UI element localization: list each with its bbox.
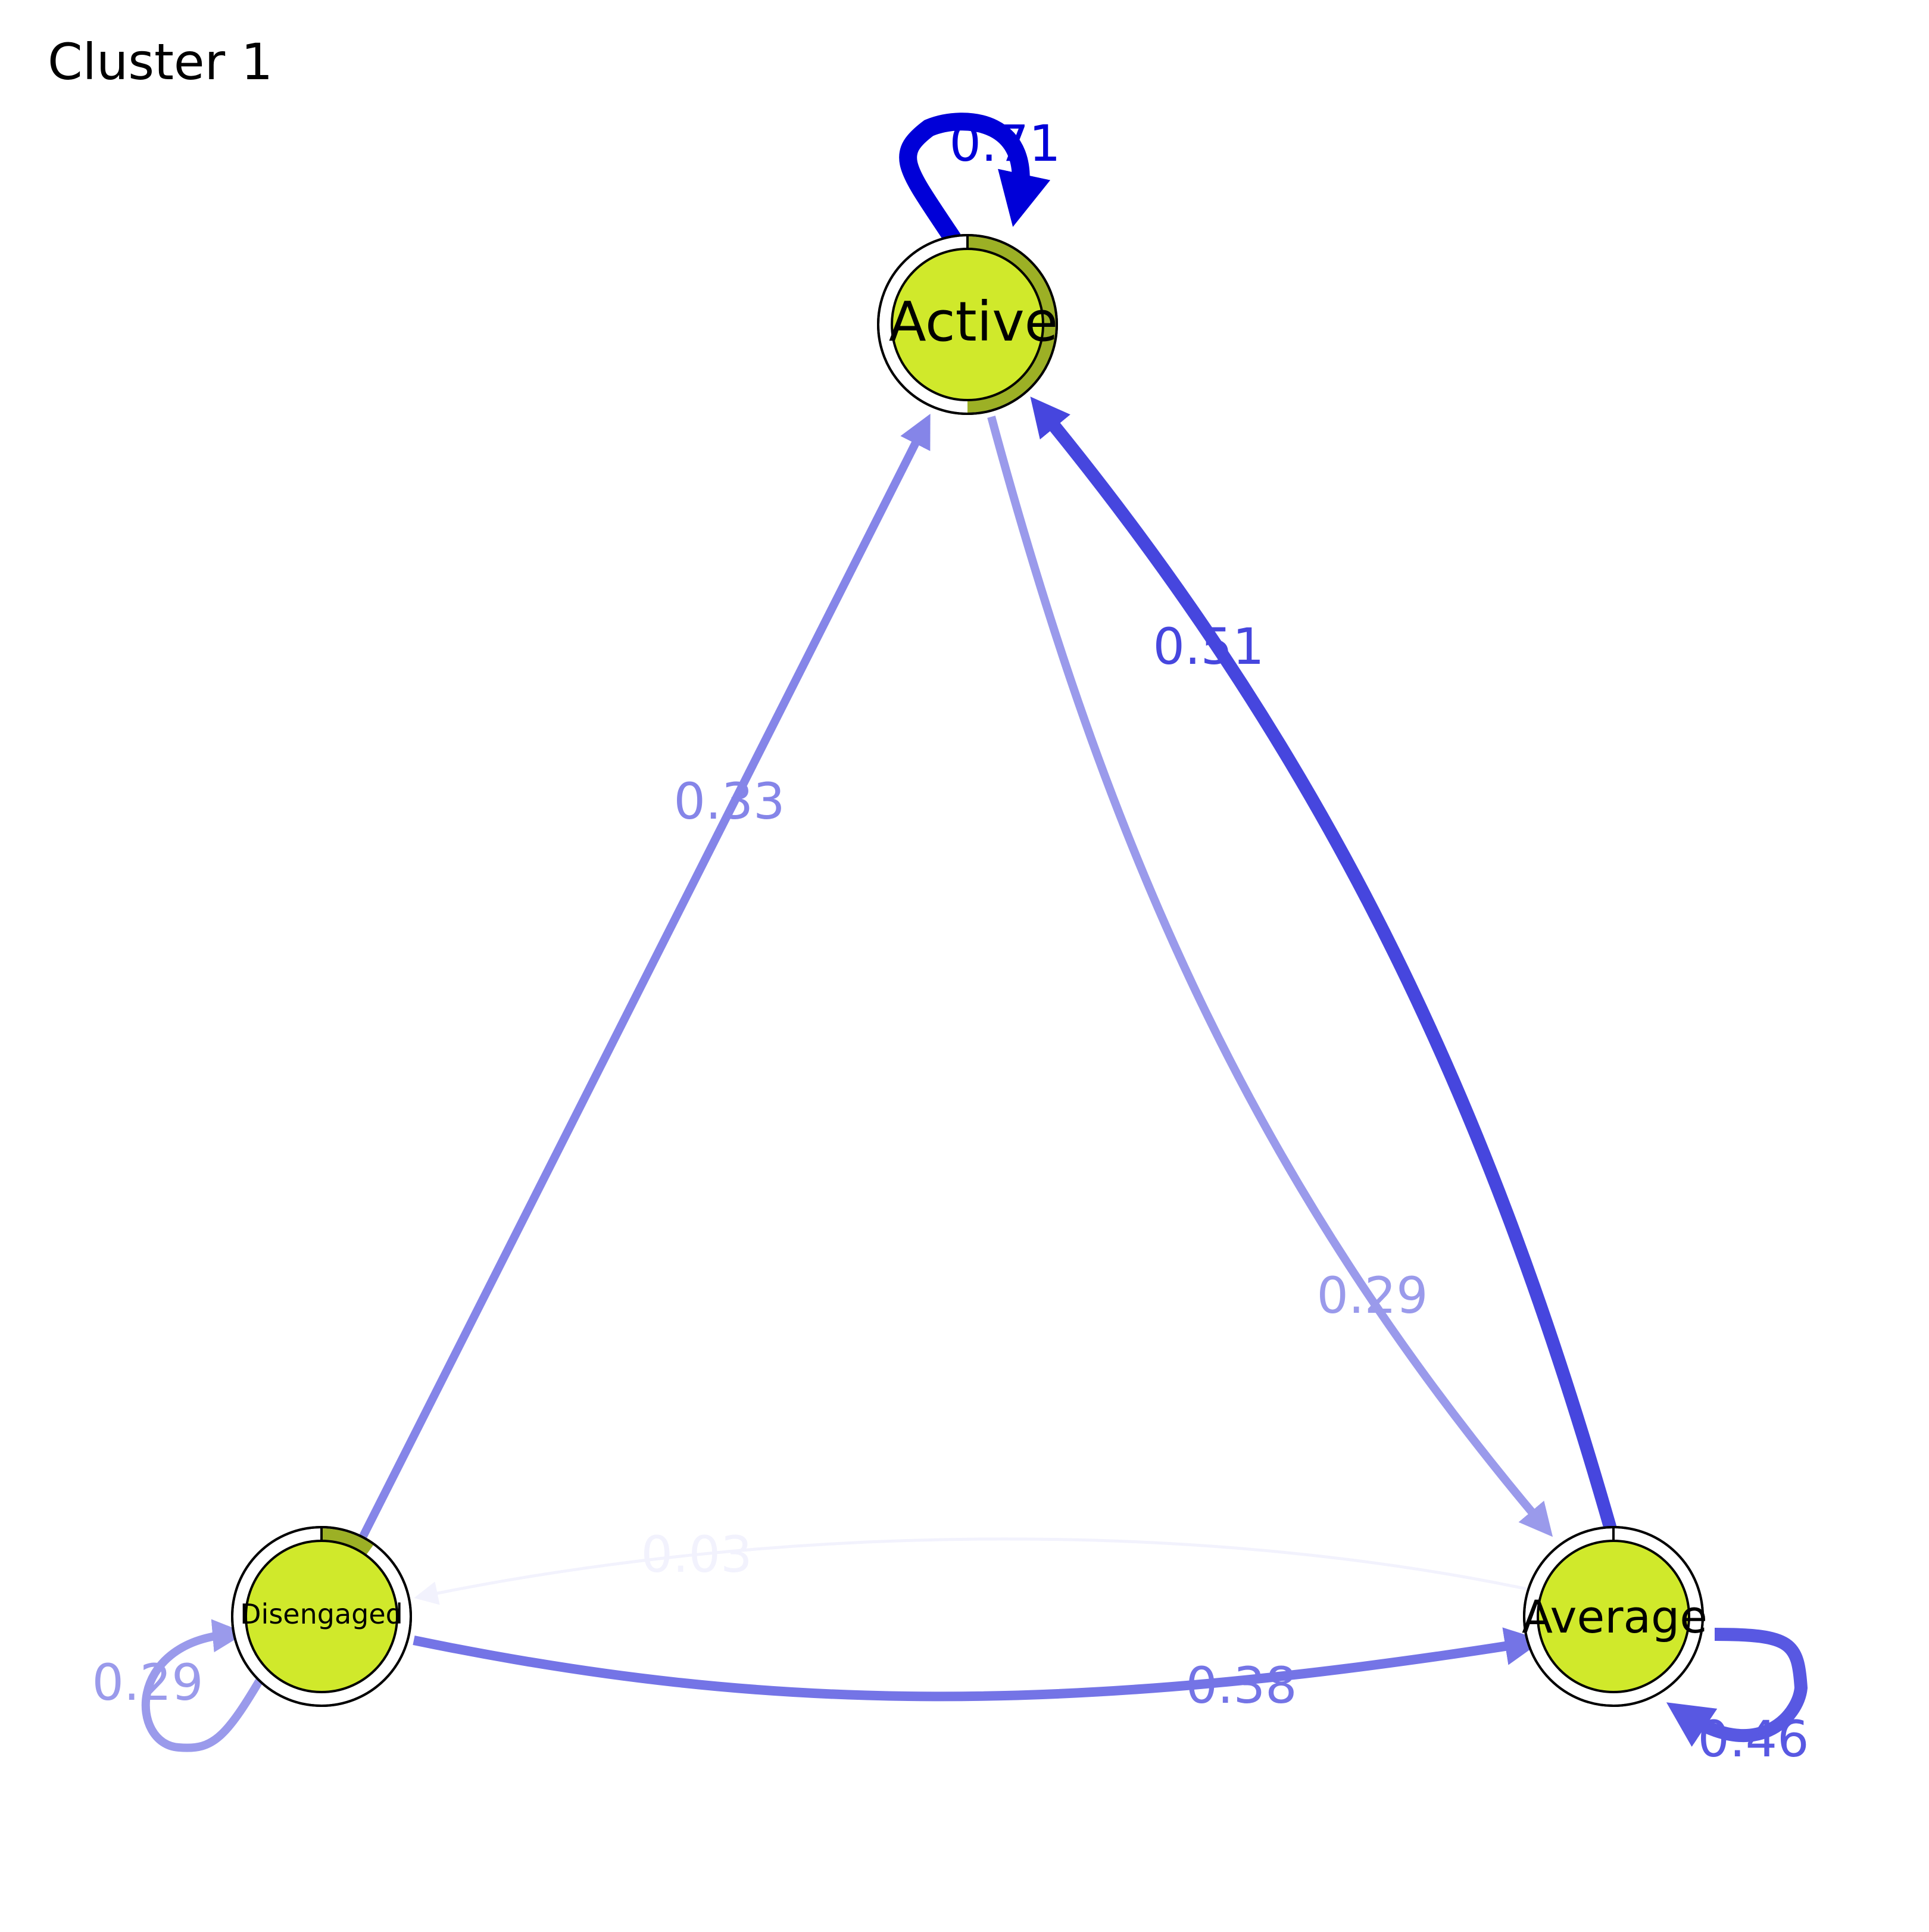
edge-label-average-average: 0.46 <box>1697 1710 1809 1768</box>
node-active-circle <box>891 248 1044 401</box>
node-average: Average <box>1522 1526 1708 1707</box>
edge-label-average-active: 0.51 <box>1153 617 1264 676</box>
node-disengaged: Disengaged <box>231 1526 412 1707</box>
edge-average-to-active <box>1030 397 1620 1541</box>
edge-label-active-active: 0.71 <box>949 114 1060 173</box>
edge-label-disengaged-average: 0.38 <box>1185 1656 1297 1715</box>
edges <box>141 113 1808 1752</box>
edge-active-to-average <box>987 416 1553 1537</box>
edge-labels: 0.71 0.51 0.33 0.29 0.46 0.38 0.03 0.29 <box>92 114 1809 1768</box>
node-average-circle <box>1537 1540 1690 1693</box>
edge-label-average-disengaged: 0.03 <box>641 1525 752 1584</box>
edge-average-to-disengaged <box>414 1537 1531 1605</box>
edge-label-active-average: 0.29 <box>1316 1266 1428 1325</box>
edge-average-to-average <box>1666 1628 1808 1747</box>
node-active-label: Active <box>889 290 1059 354</box>
edge-label-disengaged-active: 0.33 <box>673 772 785 831</box>
edge-label-disengaged-disengaged: 0.29 <box>92 1653 203 1712</box>
node-active: Active <box>877 234 1059 415</box>
node-disengaged-progress-ring <box>322 1528 373 1556</box>
node-disengaged-circle <box>245 1540 398 1693</box>
node-average-label: Average <box>1522 1590 1708 1643</box>
diagram-title: Cluster 1 <box>48 33 273 91</box>
node-active-progress-ring <box>967 236 1056 413</box>
edge-active-to-active <box>899 113 1051 247</box>
edge-disengaged-to-active <box>359 414 931 1538</box>
edge-disengaged-to-average <box>413 1627 1543 1702</box>
edge-disengaged-to-disengaged <box>141 1619 275 1752</box>
node-disengaged-label: Disengaged <box>240 1598 403 1630</box>
